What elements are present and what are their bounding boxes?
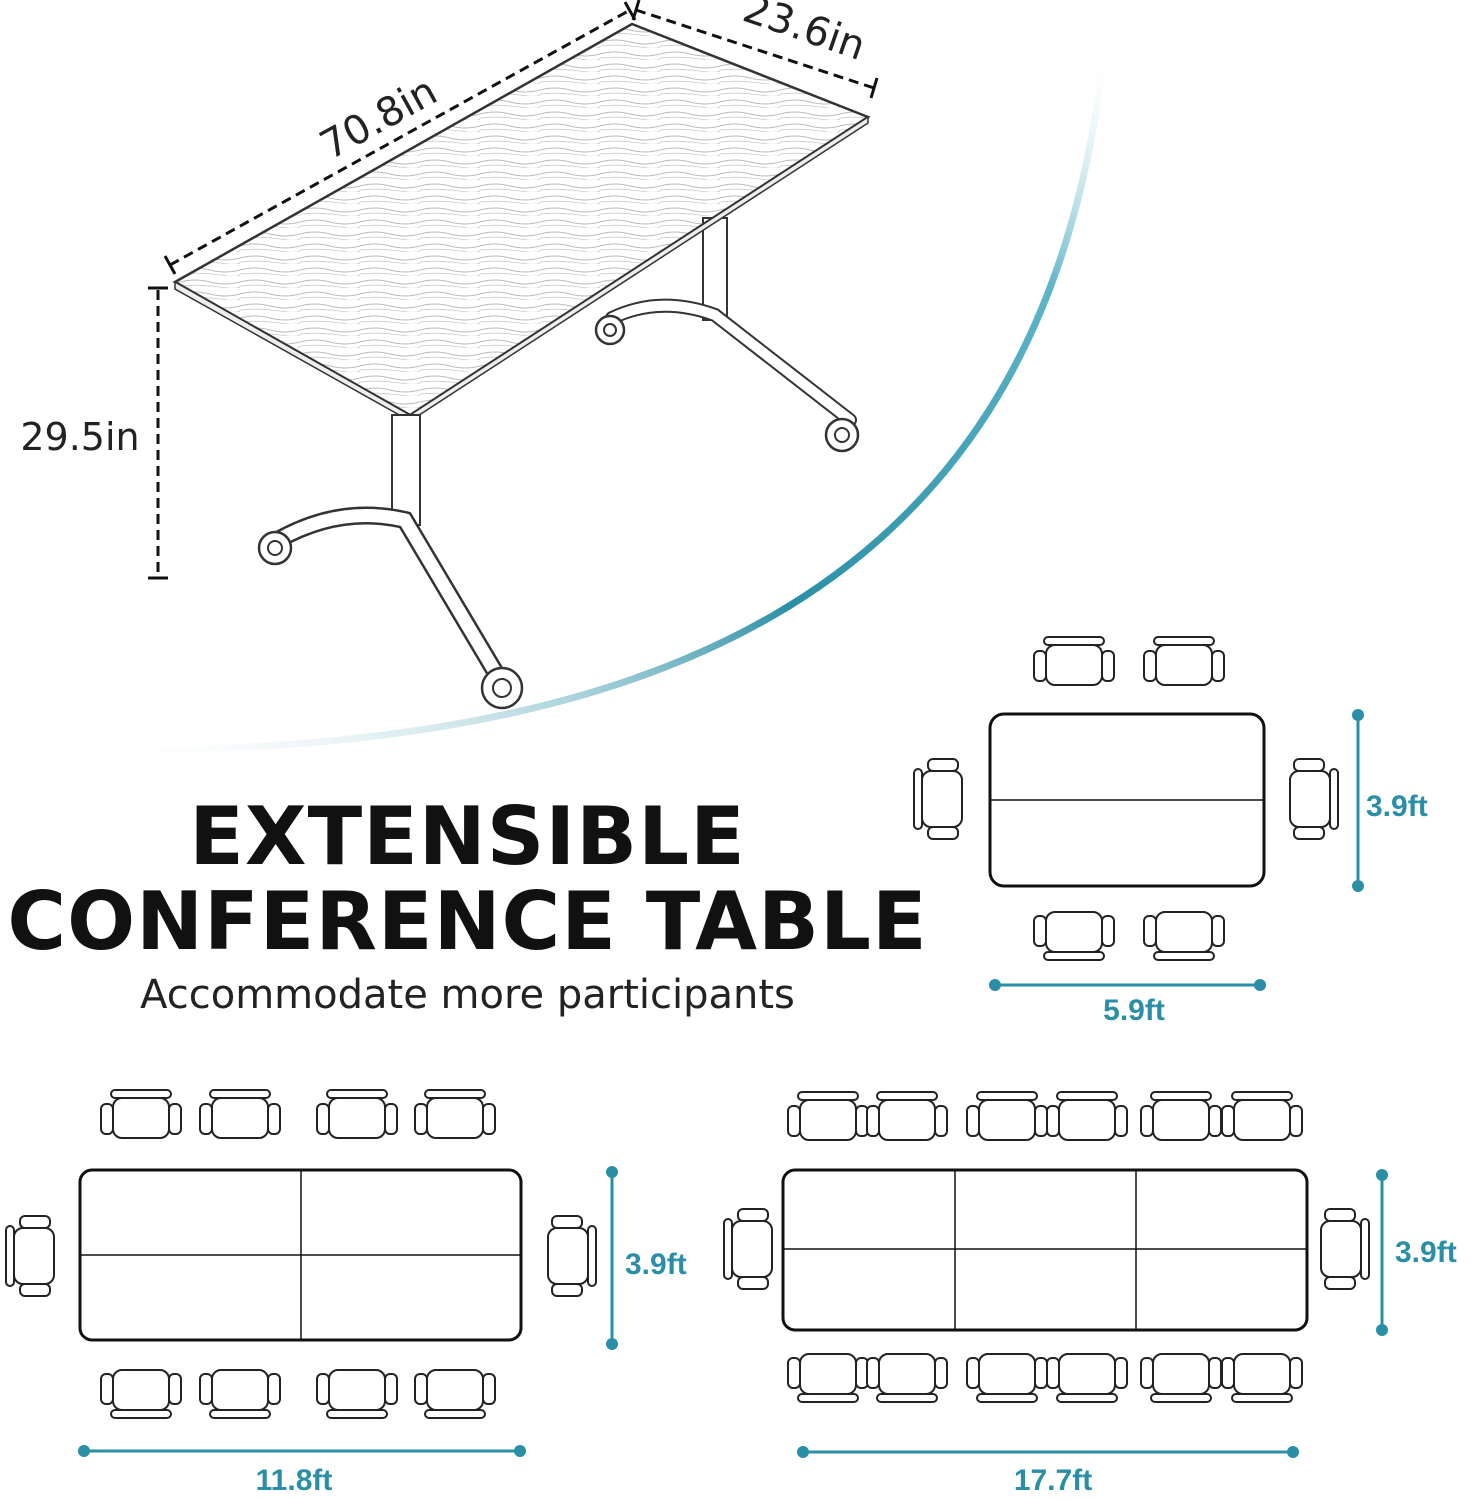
chair (414, 1089, 496, 1139)
chair (966, 1091, 1048, 1141)
config-small: 3.9ft 5.9ft (913, 636, 1428, 1027)
chair (1221, 1353, 1303, 1403)
height-label: 29.5in (20, 415, 139, 459)
depth-dimension: 3.9ft (606, 1166, 687, 1350)
config-medium: 3.9ft 11.8ft (5, 1089, 687, 1497)
width-label: 17.7ft (1014, 1464, 1092, 1497)
chair (1033, 636, 1115, 686)
chair (787, 1353, 869, 1403)
chair (100, 1089, 182, 1139)
table-illustration (172, 22, 871, 710)
depth-label: 3.9ft (1395, 1236, 1457, 1269)
chair (866, 1353, 948, 1403)
chair (5, 1215, 55, 1297)
chair (1320, 1208, 1370, 1290)
depth-label: 3.9ft (1366, 790, 1428, 823)
config-large: 3.9ft 17.7ft (723, 1091, 1457, 1497)
chair (1140, 1091, 1222, 1141)
height-dimension: 29.5in (20, 286, 168, 580)
depth-dimension: 3.9ft (1352, 709, 1428, 892)
depth-dimension: 3.9ft (1376, 1169, 1457, 1336)
chair (723, 1208, 773, 1290)
depth-label: 3.9ft (625, 1248, 687, 1281)
chair (1143, 911, 1225, 961)
chair (1046, 1353, 1128, 1403)
chair (316, 1089, 398, 1139)
width-label: 23.6in (737, 0, 871, 70)
chair (100, 1369, 182, 1419)
chair (199, 1089, 281, 1139)
chair (1046, 1091, 1128, 1141)
width-label: 5.9ft (1103, 994, 1165, 1027)
width-dimension: 11.8ft (78, 1445, 526, 1497)
headline-line-2: CONFERENCE TABLE (7, 875, 928, 968)
headline-line-1: EXTENSIBLE (189, 790, 746, 883)
chair (1033, 911, 1115, 961)
chair (1289, 758, 1339, 840)
subtitle: Accommodate more participants (140, 972, 795, 1018)
chair (316, 1369, 398, 1419)
width-dimension: 5.9ft (989, 979, 1266, 1027)
chair (787, 1091, 869, 1141)
chair (547, 1215, 597, 1297)
chair (1221, 1091, 1303, 1141)
decorative-arc (59, 39, 1109, 754)
chair (866, 1091, 948, 1141)
chair (414, 1369, 496, 1419)
chair (1143, 636, 1225, 686)
width-label: 11.8ft (256, 1464, 333, 1497)
width-dimension: 17.7ft (797, 1446, 1299, 1497)
chair (966, 1353, 1048, 1403)
chair (1140, 1353, 1222, 1403)
table-top-view (781, 1168, 1309, 1332)
chair (199, 1369, 281, 1419)
